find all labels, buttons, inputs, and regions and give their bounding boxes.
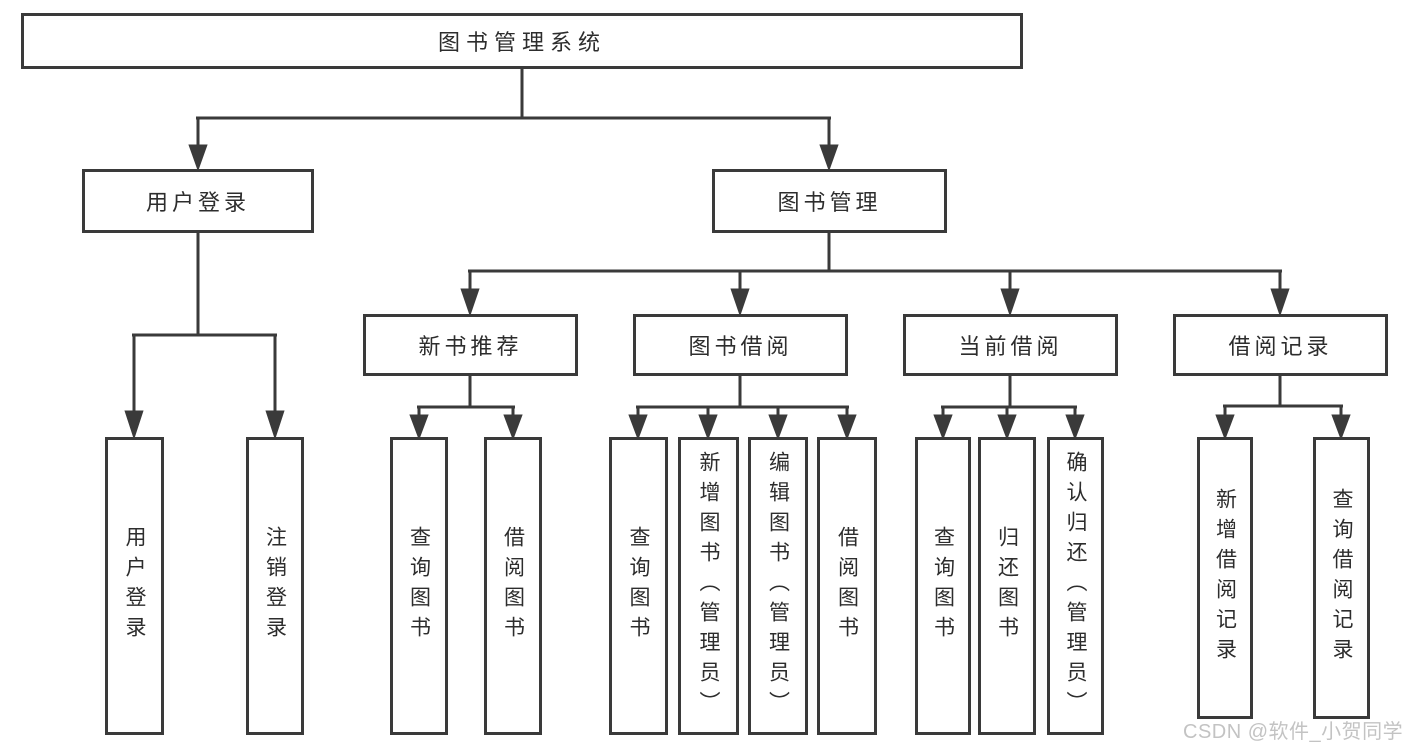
node-root-label: 图书管理系统 [437, 30, 606, 55]
node-borrow-records: 借阅记录 [1173, 314, 1388, 376]
leaf-user-login-label: 用户登录 [123, 526, 146, 646]
node-root: 图书管理系统 [21, 13, 1023, 69]
leaf-confirm-return-admin-label: 确认归还（管理员） [1064, 451, 1087, 721]
node-current-borrow: 当前借阅 [903, 314, 1118, 376]
leaf-borrow-book-1: 借阅图书 [484, 437, 542, 735]
leaf-query-book-1: 查询图书 [390, 437, 448, 735]
leaf-add-book-admin: 新增图书（管理员） [678, 437, 739, 735]
leaf-borrow-book-2-label: 借阅图书 [835, 526, 859, 646]
leaf-borrow-book-2: 借阅图书 [817, 437, 877, 735]
node-book-management: 图书管理 [712, 169, 947, 233]
leaf-borrow-book-1-label: 借阅图书 [501, 526, 525, 646]
leaf-logout-label: 注销登录 [263, 526, 287, 646]
node-new-book-recommend: 新书推荐 [363, 314, 578, 376]
leaf-edit-book-admin-label: 编辑图书（管理员） [766, 451, 790, 721]
leaf-add-borrow-record-label: 新增借阅记录 [1213, 488, 1237, 668]
leaf-query-borrow-record-label: 查询借阅记录 [1330, 488, 1353, 668]
node-book-borrow: 图书借阅 [633, 314, 848, 376]
leaf-edit-book-admin: 编辑图书（管理员） [748, 437, 808, 735]
node-borrow-records-label: 借阅记录 [1228, 334, 1333, 359]
leaf-add-book-admin-label: 新增图书（管理员） [697, 451, 720, 721]
leaf-query-book-1-label: 查询图书 [407, 526, 431, 646]
node-book-management-label: 图书管理 [777, 190, 882, 215]
leaf-confirm-return-admin: 确认归还（管理员） [1047, 437, 1104, 735]
node-user-login: 用户登录 [82, 169, 314, 233]
leaf-query-book-2: 查询图书 [609, 437, 668, 735]
node-current-borrow-label: 当前借阅 [958, 334, 1063, 359]
leaf-query-book-3: 查询图书 [915, 437, 971, 735]
node-user-login-label: 用户登录 [145, 190, 250, 215]
node-book-borrow-label: 图书借阅 [688, 334, 793, 359]
leaf-query-borrow-record: 查询借阅记录 [1313, 437, 1370, 719]
leaf-return-book: 归还图书 [978, 437, 1036, 735]
leaf-query-book-2-label: 查询图书 [627, 526, 650, 646]
leaf-user-login: 用户登录 [105, 437, 164, 735]
leaf-query-book-3-label: 查询图书 [931, 526, 955, 646]
node-new-book-recommend-label: 新书推荐 [418, 334, 523, 359]
leaf-return-book-label: 归还图书 [995, 526, 1019, 646]
csdn-watermark: CSDN @软件_小贺同学 [1183, 721, 1404, 743]
leaf-logout: 注销登录 [246, 437, 304, 735]
leaf-add-borrow-record: 新增借阅记录 [1197, 437, 1253, 719]
